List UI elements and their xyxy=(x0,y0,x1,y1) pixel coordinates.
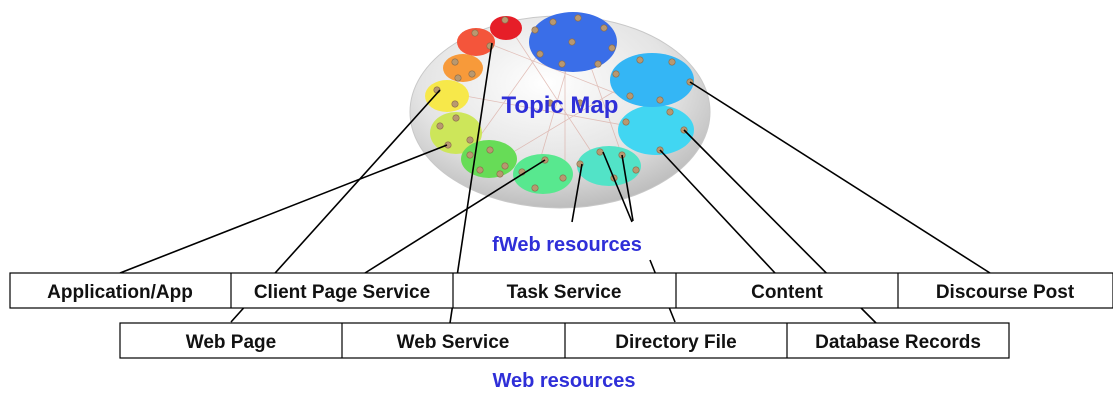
topic-map: Topic Map xyxy=(409,12,711,209)
fweb-resources-row: Application/App Client Page Service Task… xyxy=(9,272,1113,309)
connector-task-service-b xyxy=(602,151,633,223)
cluster-yellow xyxy=(425,80,469,112)
connector-client-page-service xyxy=(364,159,546,274)
connector-content xyxy=(659,149,776,274)
web-item-web-service: Web Service xyxy=(397,332,510,353)
connector-application-app xyxy=(119,144,448,274)
cluster-green-mint xyxy=(513,154,573,194)
fweb-item-task-service: Task Service xyxy=(507,282,622,303)
fweb-item-discourse-post: Discourse Post xyxy=(936,282,1075,303)
cluster-cyan xyxy=(618,105,694,155)
cluster-red xyxy=(490,16,522,40)
web-resources-row: Web Page Web Service Directory File Data… xyxy=(119,322,1010,359)
cluster-yellow-green xyxy=(430,112,482,154)
cluster-orange-red xyxy=(457,28,495,56)
connector-task-service-c xyxy=(621,154,634,222)
cluster-orange xyxy=(443,54,483,82)
web-item-directory-file: Directory File xyxy=(615,332,736,353)
fweb-item-application-app: Application/App xyxy=(47,282,193,303)
fweb-item-content: Content xyxy=(751,282,823,303)
fweb-item-client-page-service: Client Page Service xyxy=(254,282,430,303)
web-item-web-page: Web Page xyxy=(186,332,276,353)
topic-map-title: Topic Map xyxy=(502,92,619,119)
cluster-green xyxy=(461,140,517,178)
fweb-resources-label: fWeb resources xyxy=(492,234,642,256)
connector-discourse-post xyxy=(689,81,991,274)
web-resources-label: Web resources xyxy=(492,370,635,392)
cluster-sky-blue xyxy=(610,53,694,107)
web-item-database-records: Database Records xyxy=(815,332,981,353)
connector-task-service-a xyxy=(571,163,583,223)
